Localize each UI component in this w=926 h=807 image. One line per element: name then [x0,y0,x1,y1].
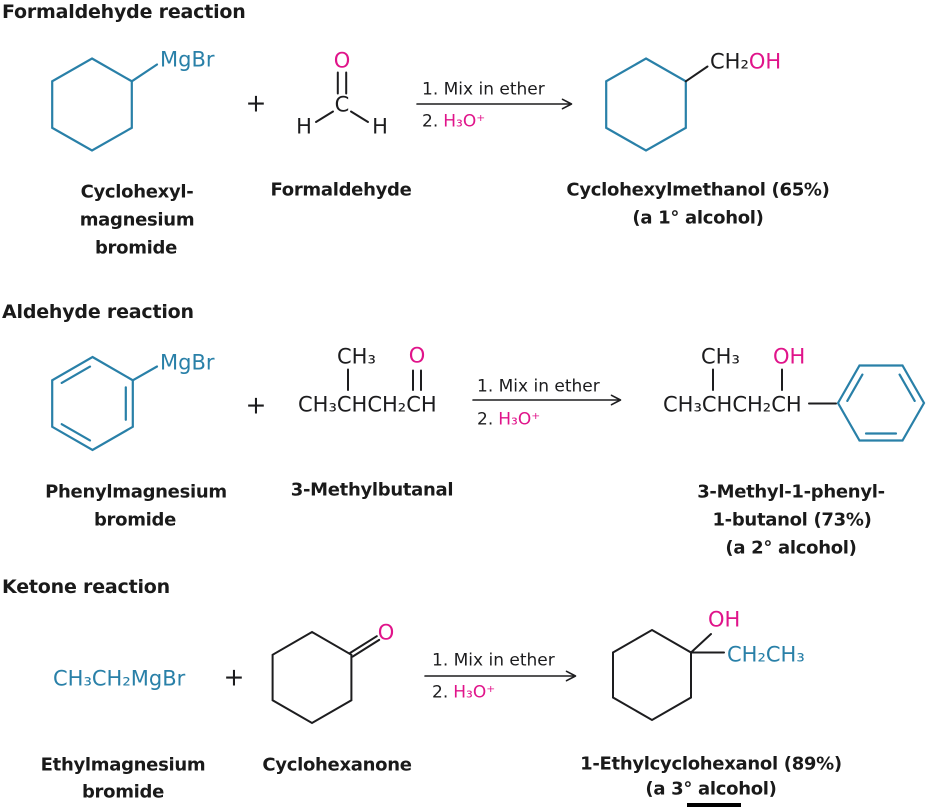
caption-grignard-line1: Cyclohexyl- [80,181,194,203]
caption-product-line3: (a 2° alcohol) [725,537,857,559]
methylbutanal-structure [347,368,422,391]
hydronium-label: H₃O⁺ [498,409,541,430]
caption-product-line1: 3-Methyl-1-phenyl- [697,481,885,503]
mgbr-label: MgBr [160,47,215,72]
condition-step2: 2. H₃O⁺ [477,409,541,430]
ch-bond [350,110,369,123]
reaction-arrow [424,670,577,682]
caption-carbonyl: 3-Methylbutanal [290,479,454,501]
bond-to-ch2oh [684,65,709,83]
bond-to-mgbr [131,365,159,382]
crop-artifact [687,803,741,807]
hydronium-label: H₃O⁺ [443,111,486,132]
benzene-inner-bond [846,373,864,402]
methylphenylbutanol-structure [712,364,926,442]
caption-grignard-line2: magnesium [79,209,195,231]
ethylcyclohexanol-structure [612,628,725,722]
cyclohexyl-mgbr-structure [51,57,159,152]
benzene-inner-bond [60,365,92,384]
cyclohexane-ring [605,57,687,152]
arrow-head [561,98,573,110]
reaction-arrow [416,98,573,110]
caption-grignard-line1: Phenylmagnesium [45,481,227,503]
caption-product-line1: Cyclohexylmethanol (65%) [566,179,830,201]
condition-step1: 1. Mix in ether [477,376,600,397]
caption-product-line1: 1-Ethylcyclohexanol (89%) [580,753,842,775]
reaction-arrow [472,394,622,406]
arrow-head [610,394,622,406]
caption-product-line2: (a 3° alcohol) [645,778,777,800]
condition-step1: 1. Mix in ether [432,650,555,671]
methyl-group-label: CH₃ [337,344,376,369]
benzene-ring [51,355,134,452]
condition-step2-number: 2. [432,682,449,703]
cyclohexylmethanol-structure [605,57,709,152]
plus-sign: + [245,390,267,420]
heading-aldehyde-reaction: Aldehyde reaction [2,301,194,323]
condition-step1: 1. Mix in ether [422,79,545,100]
oh-group-label: OH [708,607,741,632]
caption-grignard-line1: Ethylmagnesium [40,754,206,776]
plus-sign: + [245,88,267,118]
oxygen-atom: O [333,48,351,73]
formaldehyde-structure [315,71,369,123]
methyl-group-label: CH₃ [701,344,740,369]
carbon-atom: C [334,92,350,117]
phenyl-mgbr-structure [51,355,159,452]
ethylmagnesium-bromide-formula: CH₃CH₂MgBr [53,666,186,691]
caption-carbonyl: Cyclohexanone [262,754,412,776]
condition-step2-number: 2. [477,409,494,430]
oh-bond [690,633,712,654]
co-double-bond-line [351,638,381,658]
cyclohexane-ring [612,628,692,722]
caption-product-line2: 1-butanol (73%) [712,509,872,531]
mgbr-label: MgBr [160,350,215,375]
ch2-part: CH₂ [710,49,749,74]
caption-grignard-line2: bromide [93,509,177,531]
bond-to-mgbr [130,63,159,83]
ethyl-group-label: CH₂CH₃ [727,642,805,667]
butanol-chain-formula: CH₃CHCH₂CH [663,392,802,417]
oh-group-label: OH [773,344,806,369]
hydrogen-atom: H [372,114,388,139]
heading-formaldehyde-reaction: Formaldehyde reaction [2,1,246,23]
heading-ketone-reaction: Ketone reaction [2,576,170,598]
oh-part: OH [748,49,782,74]
cyclohexanone-structure [271,630,381,725]
benzene-inner-bond [898,373,916,402]
arrow-head [565,670,577,682]
co-double-bond-line [349,635,378,654]
condition-step2: 2. H₃O⁺ [422,111,486,132]
oxygen-atom: O [377,620,395,645]
oxygen-atom: O [408,343,426,368]
cyclohexane-ring [271,630,353,725]
caption-carbonyl: Formaldehyde [270,179,412,201]
benzene-inner-bond [60,423,92,442]
cyclohexane-ring [51,57,133,152]
caption-grignard-line3: bromide [94,237,178,259]
benzene-ring [836,364,926,442]
hydronium-label: H₃O⁺ [453,682,496,703]
ch2oh-group: CH₂ OH [710,49,782,74]
caption-grignard-line2: bromide [81,781,165,803]
plus-sign: + [223,662,245,692]
butanal-chain-formula: CH₃CHCH₂CH [298,392,437,417]
condition-step2: 2. H₃O⁺ [432,682,496,703]
ch-bond [315,110,334,123]
caption-product-line2: (a 1° alcohol) [632,207,764,229]
hydrogen-atom: H [296,114,312,139]
condition-step2-number: 2. [422,111,439,132]
